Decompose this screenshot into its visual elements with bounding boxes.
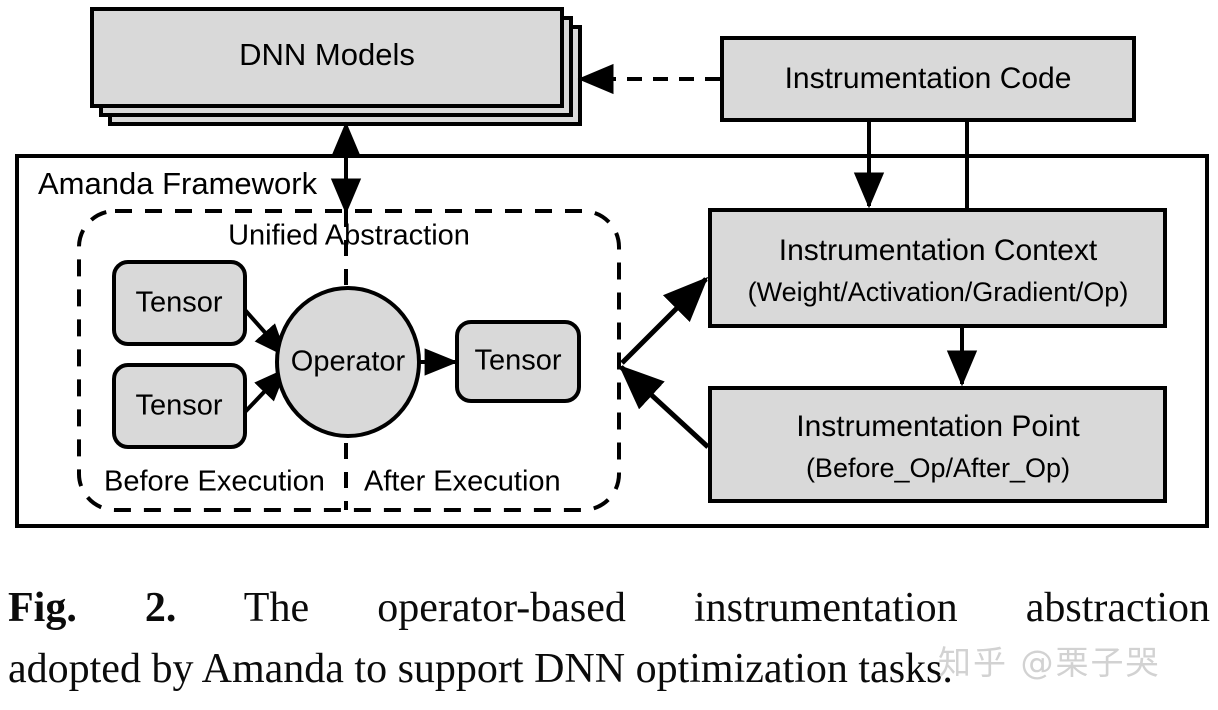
- instrumentation-context-node[interactable]: Instrumentation Context (Weight/Activati…: [708, 208, 1167, 328]
- caption-second-line: adopted by Amanda to support DNN optimiz…: [8, 646, 953, 692]
- instrumentation-point-title: Instrumentation Point: [796, 410, 1080, 443]
- tensor-input-2-label: Tensor: [135, 390, 222, 422]
- dnn-models-stack[interactable]: DNN Models: [90, 7, 582, 126]
- framework-label: Amanda Framework: [38, 166, 318, 201]
- dnn-models-card-front[interactable]: [90, 7, 564, 108]
- instrumentation-code-node[interactable]: Instrumentation Code: [720, 36, 1136, 122]
- tensor-input-1-label: Tensor: [135, 287, 222, 319]
- diagram-canvas: Amanda Framework DNN Models Instrumentat…: [15, 7, 1209, 528]
- dnn-models-label: DNN Models: [239, 37, 415, 72]
- tensor-output-node[interactable]: Tensor: [455, 320, 581, 403]
- framework-outline: [15, 154, 1209, 528]
- instrumentation-context-title: Instrumentation Context: [779, 234, 1098, 267]
- tensor-input-1-node[interactable]: Tensor: [112, 260, 247, 346]
- instrumentation-context-subtitle: (Weight/Activation/Gradient/Op): [748, 277, 1129, 307]
- amanda-framework-container: Amanda Framework: [15, 154, 1209, 528]
- edge-abstraction-to-context: [620, 276, 709, 365]
- before-execution-label: Before Execution: [104, 466, 325, 498]
- execution-phase-labels: Before Execution After Execution: [104, 466, 561, 498]
- tensor-output-label: Tensor: [474, 345, 561, 377]
- unified-abstraction-outline: [77, 209, 621, 512]
- edge-point-to-abstraction: [618, 364, 710, 449]
- instrumentation-point-subtitle: (Before_Op/After_Op): [806, 453, 1070, 483]
- arrow-point-to-abstraction: [618, 364, 710, 449]
- tensor-input-2-box[interactable]: [112, 363, 247, 449]
- instrumentation-code-label: Instrumentation Code: [785, 62, 1072, 95]
- caption-first-line: Fig. 2. The operator-based instrumentati…: [8, 584, 1210, 632]
- instrumentation-context-box[interactable]: [708, 208, 1167, 328]
- unified-abstraction-label: Unified Abstraction: [228, 220, 470, 252]
- operator-node[interactable]: Operator: [275, 286, 421, 438]
- tensor-output-box[interactable]: [455, 320, 581, 403]
- instrumentation-point-node[interactable]: Instrumentation Point (Before_Op/After_O…: [708, 386, 1167, 503]
- tensor-input-2-node[interactable]: Tensor: [112, 363, 247, 449]
- figure-caption: Fig. 2. The operator-based instrumentati…: [0, 582, 1218, 710]
- caption-text-line-1: The operator-based instrumentation abstr…: [243, 585, 1211, 631]
- arrow-abstraction-to-context: [620, 276, 709, 365]
- operator-label: Operator: [291, 346, 406, 378]
- instrumentation-point-box[interactable]: [708, 386, 1167, 503]
- tensor-input-1-box[interactable]: [112, 260, 247, 346]
- instrumentation-code-box[interactable]: [720, 36, 1136, 122]
- after-execution-label: After Execution: [364, 466, 561, 498]
- figure-number: Fig. 2.: [8, 585, 177, 631]
